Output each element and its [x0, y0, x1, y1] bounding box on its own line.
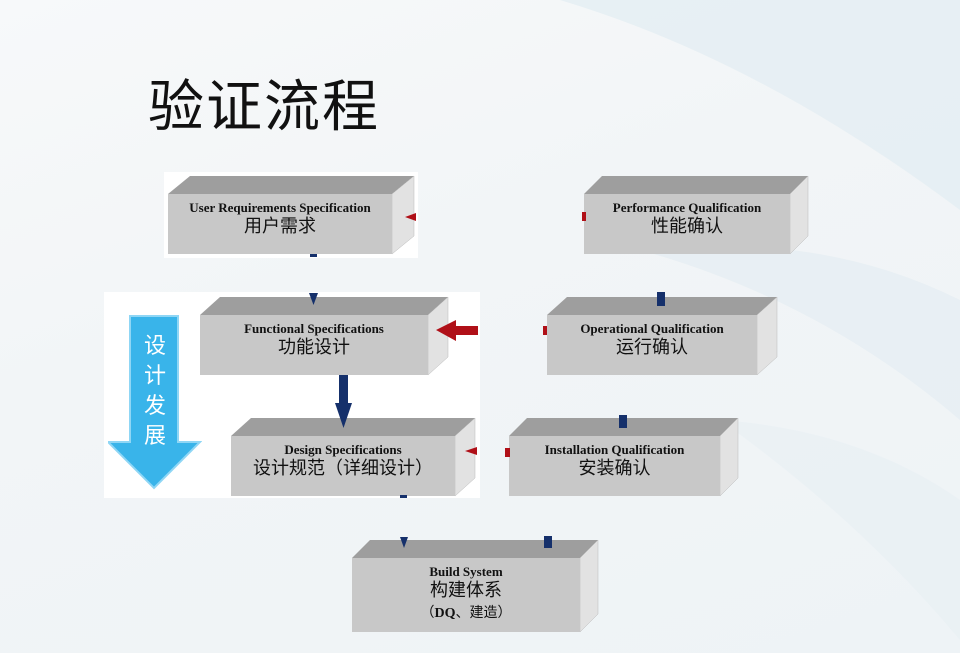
box-top-face — [231, 418, 475, 436]
dev-char: 展 — [143, 424, 166, 449]
box-english-label: Performance Qualification — [612, 200, 762, 215]
box-english-label: User Requirements Specification — [189, 200, 371, 215]
box-top-face — [584, 176, 808, 194]
oq-to-pq-stub — [657, 292, 665, 306]
dev-char: 发 — [143, 394, 166, 419]
box-label: Performance Qualification 性能确认 — [584, 200, 790, 238]
box-front-face — [352, 558, 580, 632]
box-front-face — [231, 436, 455, 496]
sub-bold: DQ — [434, 606, 456, 621]
box-chinese-label: 安装确认 — [578, 458, 651, 479]
urs-to-fs-arrowhead — [309, 293, 318, 305]
fs-to-ds-shaft — [339, 375, 348, 405]
box-english-label: Operational Qualification — [580, 321, 724, 336]
dev-char: 计 — [143, 364, 166, 389]
box-english-label: Design Specifications — [284, 442, 402, 457]
box-front-face — [547, 315, 757, 375]
design-development-arrow — [105, 314, 203, 494]
ds-to-bs-arrowhead — [400, 537, 408, 548]
box-pq: Performance Qualification 性能确认 — [584, 175, 809, 255]
box-front-face — [168, 194, 392, 254]
box-front-face — [584, 194, 790, 254]
fs-to-ds-arrowhead — [335, 403, 352, 428]
box-chinese-label: 构建体系 — [430, 580, 502, 601]
box-sub-label: （DQ、建造） — [352, 602, 580, 622]
iq-to-bs-stub — [544, 536, 552, 548]
box-label: User Requirements Specification 用户需求 — [168, 200, 392, 238]
iq-left-stub — [505, 448, 510, 457]
box-label: Design Specifications 设计规范（详细设计） — [231, 442, 455, 480]
box-label: Functional Specifications 功能设计 — [200, 321, 428, 359]
dev-char: 设 — [143, 334, 166, 359]
box-chinese-label: 设计规范（详细设计） — [253, 458, 433, 479]
box-top-face — [200, 297, 448, 315]
urs-down-stub — [310, 254, 317, 257]
box-ds: Design Specifications 设计规范（详细设计） — [231, 417, 476, 497]
box-iq: Installation Qualification 安装确认 — [509, 417, 739, 497]
box-chinese-label: 运行确认 — [616, 337, 688, 358]
box-urs: User Requirements Specification 用户需求 — [168, 175, 415, 255]
box-english-label: Build System — [429, 564, 503, 579]
box-english-label: Installation Qualification — [544, 442, 685, 457]
pq-to-urs-arrowhead — [405, 213, 416, 221]
box-bs: Build System 构建体系 （DQ、建造） — [352, 539, 599, 633]
box-chinese-label: 用户需求 — [244, 216, 316, 237]
box-label: Operational Qualification 运行确认 — [547, 321, 757, 359]
box-chinese-label: 性能确认 — [651, 216, 723, 237]
oq-left-stub — [543, 326, 547, 335]
box-top-face — [352, 540, 598, 558]
pq-left-stub — [582, 212, 586, 221]
box-fs: Functional Specifications 功能设计 — [200, 296, 449, 376]
page-title: 验证流程 — [148, 75, 380, 140]
box-oq: Operational Qualification 运行确认 — [547, 296, 778, 376]
box-front-face — [509, 436, 720, 496]
ds-down-stub — [400, 495, 407, 498]
box-english-label: Functional Specifications — [244, 321, 384, 336]
sub-open: （ — [420, 605, 435, 621]
iq-to-oq-stub — [619, 415, 627, 428]
design-development-label: 设 计 发 展 — [142, 332, 168, 452]
oq-to-fs-arrow — [436, 320, 478, 341]
box-label: Installation Qualification 安装确认 — [509, 442, 720, 480]
sub-rest: 、建造） — [455, 605, 512, 621]
box-label: Build System 构建体系 （DQ、建造） — [352, 564, 580, 622]
iq-to-ds-arrowhead — [465, 447, 477, 455]
box-top-face — [168, 176, 414, 194]
box-chinese-label: 功能设计 — [278, 337, 350, 358]
box-front-face — [200, 315, 428, 375]
